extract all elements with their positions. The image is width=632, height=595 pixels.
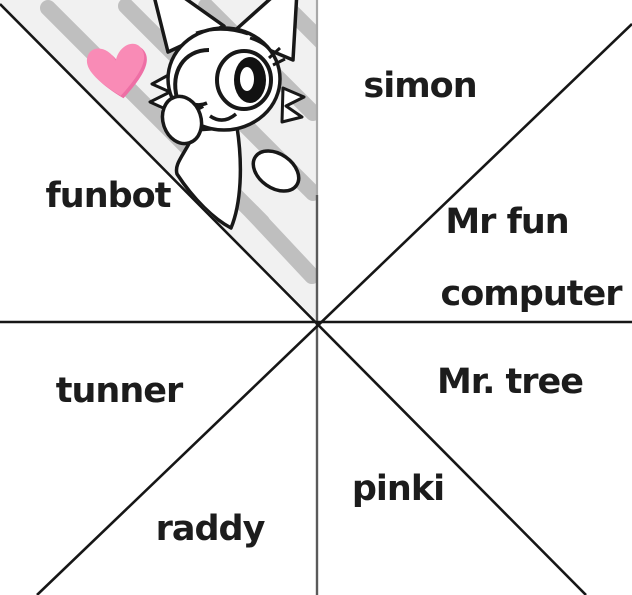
sector-label-tunner: tunner [55,371,183,411]
diagonal-divider-tl-br [0,3,587,595]
sector-label-pinki: pinki [351,469,445,509]
character-artwork [0,0,318,322]
sector-label-computer: computer [440,274,623,314]
diagonal-divider-tr-bl [36,23,632,595]
smile [209,112,238,122]
sector-label-mr-fun: Mr fun [445,202,569,242]
sector-label-funbot: funbot [45,176,172,216]
sector-label-simon: simon [363,66,477,106]
body [174,125,243,230]
pupil-highlight [240,67,254,91]
heart-icon [86,43,147,99]
sector-label-raddy: raddy [155,509,266,549]
bang-line [195,27,249,36]
paw [160,94,204,146]
sector-label-mr-tree: Mr. tree [436,362,584,402]
right-cheek-tuft [280,86,306,124]
bang-line-2 [249,36,274,54]
body-spot [251,149,301,193]
fox-character [146,0,306,230]
eyelashes [267,46,286,67]
